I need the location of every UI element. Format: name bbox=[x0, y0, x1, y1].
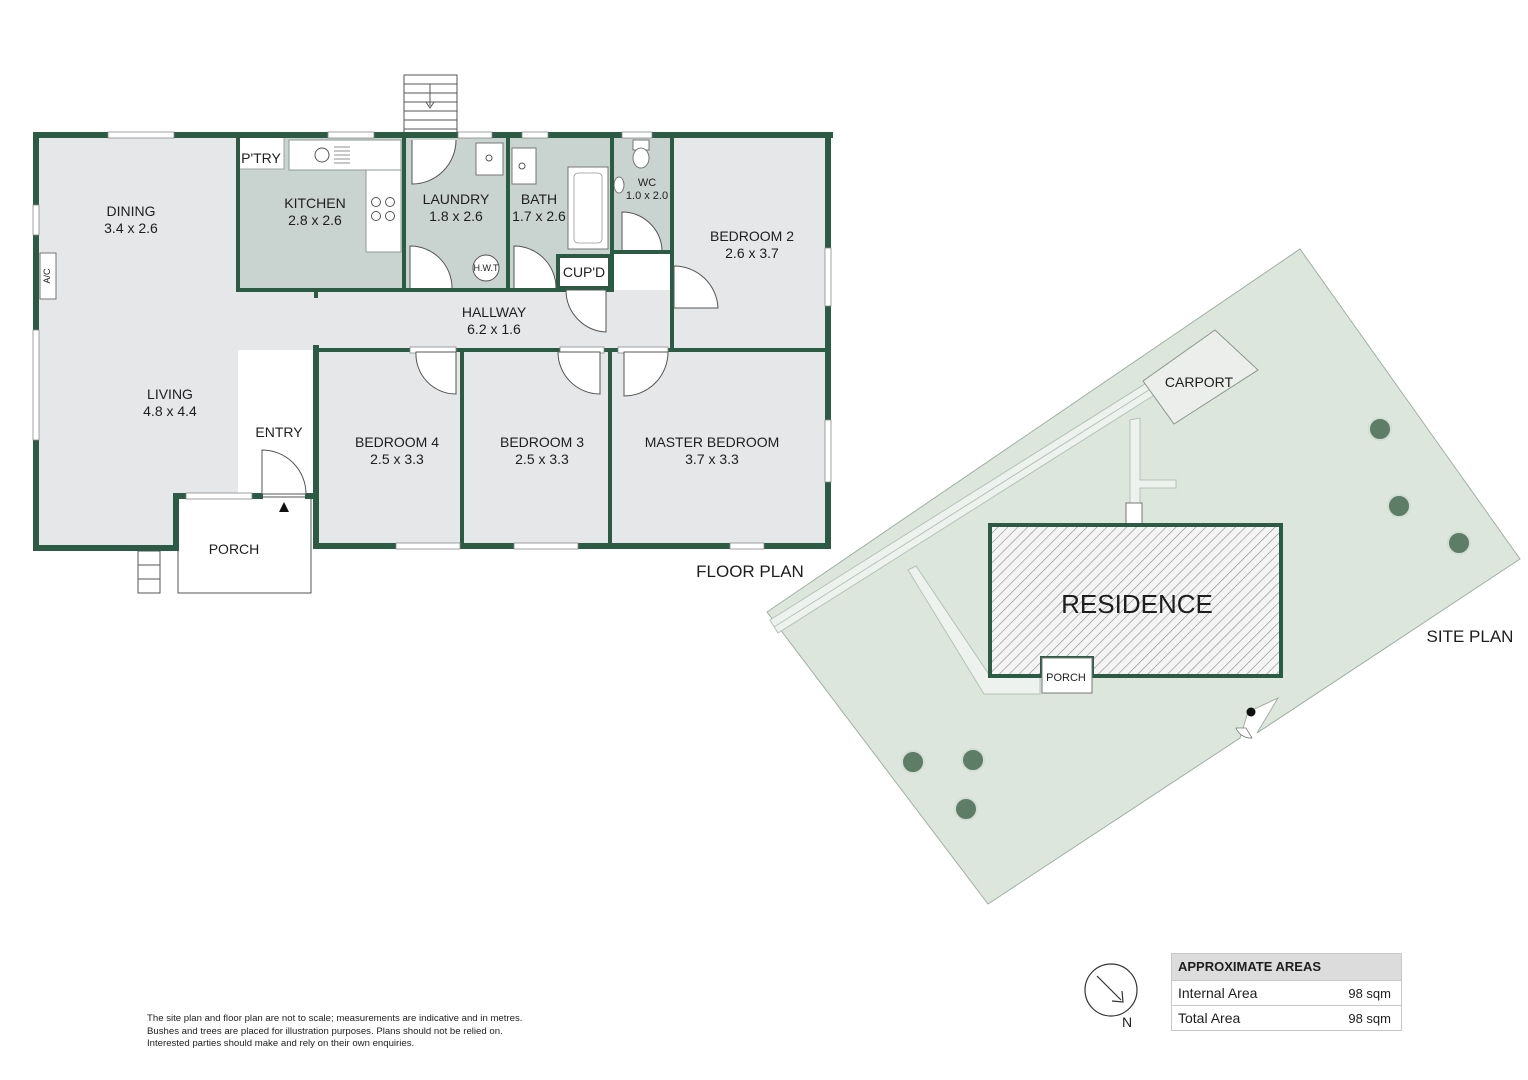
areas-row-value: 98 sqm bbox=[1348, 985, 1391, 1001]
bedroom2-size: 2.6 x 3.7 bbox=[725, 245, 779, 261]
bath-label: BATH bbox=[521, 191, 557, 207]
disclaimer-line: Bushes and trees are placed for illustra… bbox=[147, 1025, 503, 1037]
bedroom4-size: 2.5 x 3.3 bbox=[370, 451, 424, 467]
master-bedroom-size: 3.7 x 3.3 bbox=[685, 451, 739, 467]
tree-icon bbox=[961, 748, 985, 772]
areas-row-total: Total Area 98 sqm bbox=[1172, 1005, 1401, 1030]
tree-icon bbox=[901, 750, 925, 774]
wc-label: WC bbox=[638, 177, 656, 189]
entry-label: ENTRY bbox=[255, 424, 303, 440]
tree-icon bbox=[1368, 417, 1392, 441]
master-bedroom-label: MASTER BEDROOM bbox=[645, 434, 780, 450]
hallway-label: HALLWAY bbox=[462, 304, 527, 320]
pantry-label: P'TRY bbox=[241, 150, 281, 166]
doors bbox=[261, 139, 719, 495]
disclaimer-text: The site plan and floor plan are not to … bbox=[147, 1013, 587, 1051]
laundry-tub-icon bbox=[475, 142, 504, 176]
residence-label: RESIDENCE bbox=[1061, 589, 1213, 619]
rear-steps bbox=[403, 74, 458, 138]
site-plan: CARPORT RESIDENCE PORCH SITE PLAN bbox=[766, 248, 1521, 905]
bedroom2-area bbox=[672, 137, 828, 350]
kitchen-size: 2.8 x 2.6 bbox=[288, 212, 342, 228]
dining-label: DINING bbox=[107, 203, 156, 219]
bedroom4-label: BEDROOM 4 bbox=[355, 434, 439, 450]
tree-icon bbox=[954, 797, 978, 821]
pantry-area bbox=[237, 136, 285, 170]
living-dining-area bbox=[38, 137, 238, 547]
carport-label: CARPORT bbox=[1165, 374, 1234, 390]
kitchen-label: KITCHEN bbox=[284, 195, 345, 211]
north-compass-icon: N bbox=[1084, 963, 1138, 1030]
porch-steps bbox=[137, 550, 161, 594]
entry-marker-icon bbox=[279, 502, 289, 512]
areas-row-value: 98 sqm bbox=[1348, 1010, 1391, 1026]
areas-row-label: Total Area bbox=[1178, 1010, 1241, 1026]
living-label: LIVING bbox=[147, 386, 193, 402]
windows bbox=[32, 131, 832, 550]
disclaimer-line: The site plan and floor plan are not to … bbox=[147, 1013, 523, 1024]
areas-header: APPROXIMATE AREAS bbox=[1172, 954, 1401, 980]
hallway-size: 6.2 x 1.6 bbox=[467, 321, 521, 337]
areas-row-internal: Internal Area 98 sqm bbox=[1172, 980, 1401, 1005]
bedroom2-label: BEDROOM 2 bbox=[710, 228, 794, 244]
kitchen-bench-side bbox=[365, 169, 402, 253]
laundry-label: LAUNDRY bbox=[423, 191, 490, 207]
porch-label: PORCH bbox=[209, 541, 260, 557]
sink-icon bbox=[314, 147, 330, 163]
wc-size: 1.0 x 2.0 bbox=[626, 190, 668, 202]
hand-basin-icon bbox=[613, 176, 625, 194]
bathtub-icon bbox=[567, 166, 609, 250]
rear-steps-site bbox=[1125, 502, 1143, 526]
floor-plan-title: FLOOR PLAN bbox=[696, 562, 804, 581]
compass-north-label: N bbox=[1122, 1014, 1132, 1030]
vanity-icon bbox=[511, 147, 537, 185]
areas-row-label: Internal Area bbox=[1178, 985, 1258, 1001]
bedroom3-label: BEDROOM 3 bbox=[500, 434, 584, 450]
air-conditioner-icon bbox=[39, 252, 57, 300]
floor-plan: DINING 3.4 x 2.6 KITCHEN 2.8 x 2.6 P'TRY… bbox=[32, 74, 833, 594]
hot-water-tank-icon bbox=[472, 254, 500, 282]
approximate-areas-table: APPROXIMATE AREAS Internal Area 98 sqm T… bbox=[1171, 953, 1402, 1031]
residence-porch bbox=[1041, 657, 1093, 694]
laundry-size: 1.8 x 2.6 bbox=[429, 208, 483, 224]
ac-label: A/C bbox=[42, 268, 52, 284]
carport-structure bbox=[1142, 329, 1259, 425]
tree-icon bbox=[1387, 494, 1411, 518]
cupboard-label: CUP'D bbox=[563, 264, 605, 280]
bath-size: 1.7 x 2.6 bbox=[512, 208, 566, 224]
tree-icon bbox=[1447, 531, 1471, 555]
gate-marker-icon bbox=[1246, 707, 1256, 717]
porch-area bbox=[177, 496, 312, 594]
bedroom3-size: 2.5 x 3.3 bbox=[515, 451, 569, 467]
dining-size: 3.4 x 2.6 bbox=[104, 220, 158, 236]
site-plan-title: SITE PLAN bbox=[1427, 627, 1514, 646]
hwt-label: H.W.T bbox=[474, 263, 499, 273]
disclaimer-line: Interested parties should make and rely … bbox=[147, 1038, 415, 1050]
site-porch-label: PORCH bbox=[1046, 672, 1086, 684]
living-size: 4.8 x 4.4 bbox=[143, 403, 197, 419]
trees bbox=[901, 417, 1471, 821]
cooktop-icon bbox=[371, 197, 395, 221]
